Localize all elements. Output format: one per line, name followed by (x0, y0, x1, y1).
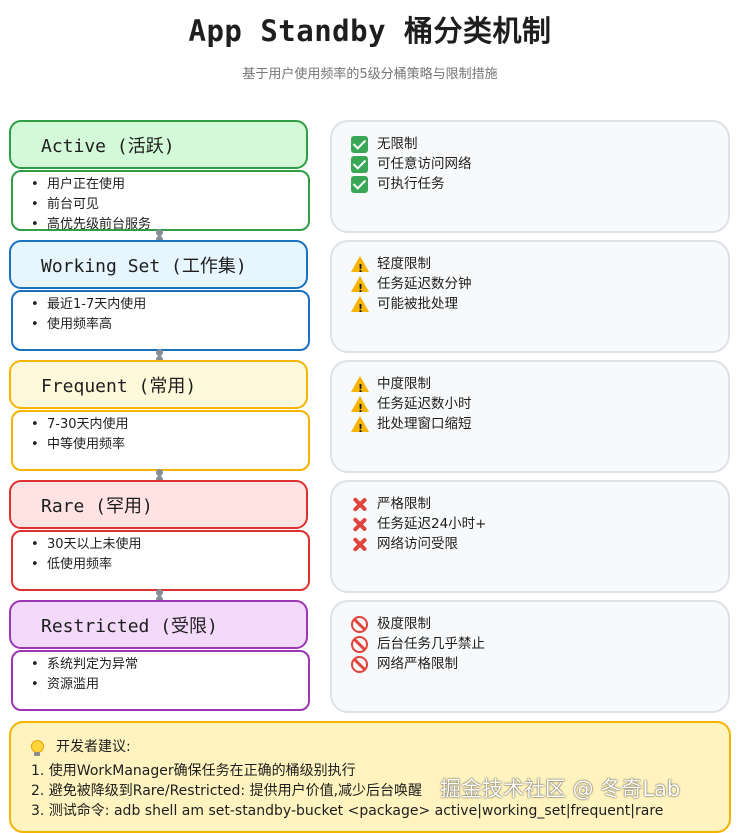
list-item: 轻度限制 (351, 254, 472, 279)
list-item: 可能被批处理 (351, 294, 472, 319)
tier-header: Restricted (受限) (9, 600, 308, 649)
list-item: 中度限制 (351, 374, 472, 399)
prohibited-icon (351, 615, 368, 633)
prohibited-icon (351, 635, 368, 653)
list-item: •低使用频率 (31, 557, 113, 572)
warning-icon (351, 256, 369, 279)
tier-header: Rare (罕用) (9, 480, 308, 529)
warning-icon (351, 396, 369, 419)
list-item: •系统判定为异常 (31, 657, 139, 672)
tier-details: •最近1-7天内使用 •使用频率高 (11, 290, 310, 351)
watermark: 掘金技术社区 @ 冬奇Lab (440, 777, 681, 801)
warning-icon (351, 296, 369, 319)
list-item: •30天以上未使用 (31, 537, 142, 552)
connector-line (156, 349, 163, 363)
diagram-title: App Standby 桶分类机制 (188, 14, 552, 48)
effects-panel-active: 无限制 可任意访问网络 可执行任务 (330, 120, 730, 233)
list-item: •使用频率高 (31, 317, 113, 332)
diagram-subtitle: 基于用户使用频率的5级分桶策略与限制措施 (242, 67, 498, 82)
tier-header: Active (活跃) (9, 120, 308, 169)
connector-line (156, 469, 163, 483)
warning-icon (351, 276, 369, 299)
tier-restricted: Restricted (受限) •系统判定为异常 •资源滥用 (9, 600, 312, 712)
tier-working-set: Working Set (工作集) •最近1-7天内使用 •使用频率高 (9, 240, 312, 352)
warning-icon (351, 416, 369, 439)
effects-panel-rare: 严格限制 任务延迟24小时+ 网络访问受限 (330, 480, 730, 593)
advice-item: 3. 测试命令: adb shell am set-standby-bucket… (31, 803, 664, 819)
tier-details: •用户正在使用 •前台可见 •高优先级前台服务 (11, 170, 310, 232)
connector-line (156, 229, 163, 243)
list-item: •中等使用频率 (31, 437, 126, 452)
tier-frequent: Frequent (常用) •7-30天内使用 •中等使用频率 (9, 360, 312, 472)
list-item: •高优先级前台服务 (31, 217, 152, 232)
tier-header: Frequent (常用) (9, 360, 308, 409)
list-item: •7-30天内使用 (31, 417, 129, 432)
list-item: 任务延迟数小时 (351, 394, 472, 419)
cross-icon (351, 496, 368, 513)
advice-item: 1. 使用WorkManager确保任务在正确的桶级别执行 (31, 763, 356, 779)
tier-rare: Rare (罕用) •30天以上未使用 •低使用频率 (9, 480, 312, 592)
list-item: •用户正在使用 (31, 177, 126, 192)
list-item: •前台可见 (31, 197, 100, 212)
check-icon (351, 155, 368, 173)
tier-active: Active (活跃) •用户正在使用 •前台可见 •高优先级前台服务 (9, 120, 312, 232)
prohibited-icon (351, 655, 368, 673)
connector-line (156, 589, 163, 603)
list-item: •最近1-7天内使用 (31, 297, 147, 312)
list-item: •资源滥用 (31, 677, 100, 692)
list-item: 极度限制 (351, 614, 485, 634)
advice-heading: 开发者建议: (31, 736, 131, 756)
tier-details: •7-30天内使用 •中等使用频率 (11, 410, 310, 471)
tier-details: •30天以上未使用 •低使用频率 (11, 530, 310, 591)
list-item: 网络访问受限 (351, 534, 487, 554)
list-item: 网络严格限制 (351, 654, 485, 674)
check-icon (351, 135, 368, 153)
list-item: 可执行任务 (351, 174, 472, 194)
list-item: 后台任务几乎禁止 (351, 634, 485, 654)
advice-item: 2. 避免被降级到Rare/Restricted: 提供用户价值,减少后台唤醒 (31, 783, 423, 799)
lightbulb-icon (31, 739, 44, 756)
list-item: 无限制 (351, 134, 472, 154)
tier-details: •系统判定为异常 •资源滥用 (11, 650, 310, 711)
list-item: 任务延迟数分钟 (351, 274, 472, 299)
list-item: 可任意访问网络 (351, 154, 472, 174)
developer-advice-box: 开发者建议: 1. 使用WorkManager确保任务在正确的桶级别执行 2. … (9, 721, 731, 833)
effects-panel-restricted: 极度限制 后台任务几乎禁止 网络严格限制 (330, 600, 730, 713)
list-item: 严格限制 (351, 494, 487, 514)
check-icon (351, 175, 368, 193)
cross-icon (351, 536, 368, 553)
list-item: 任务延迟24小时+ (351, 514, 487, 534)
effects-panel-frequent: 中度限制 任务延迟数小时 批处理窗口缩短 (330, 360, 730, 473)
list-item: 批处理窗口缩短 (351, 414, 472, 439)
effects-panel-working-set: 轻度限制 任务延迟数分钟 可能被批处理 (330, 240, 730, 353)
warning-icon (351, 376, 369, 399)
cross-icon (351, 516, 368, 533)
tier-header: Working Set (工作集) (9, 240, 308, 289)
